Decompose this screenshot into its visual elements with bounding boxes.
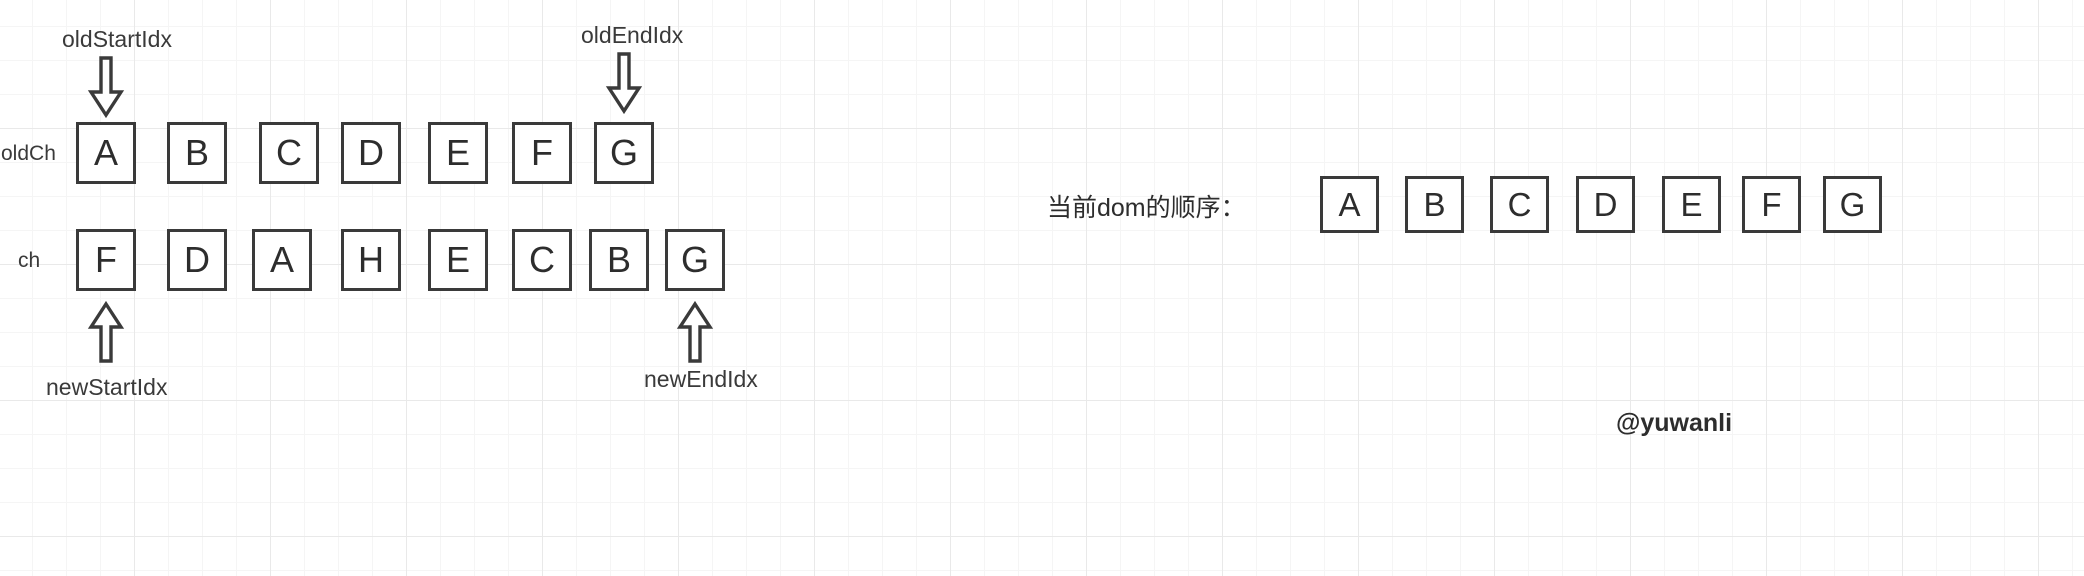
arrow-down-old-start-icon [87, 56, 125, 119]
node-dom-1[interactable]: B [1405, 176, 1464, 233]
node-old-5[interactable]: F [512, 122, 572, 184]
node-new-6[interactable]: B [589, 229, 649, 291]
node-old-4[interactable]: E [428, 122, 488, 184]
node-old-6[interactable]: G [594, 122, 654, 184]
node-new-1[interactable]: D [167, 229, 227, 291]
node-dom-6[interactable]: G [1823, 176, 1882, 233]
arrow-up-new-start-icon [87, 300, 125, 363]
row-label-ch: ch [18, 249, 41, 272]
node-dom-4[interactable]: E [1662, 176, 1721, 233]
node-new-7[interactable]: G [665, 229, 725, 291]
node-dom-3[interactable]: D [1576, 176, 1635, 233]
node-old-2[interactable]: C [259, 122, 319, 184]
node-dom-2[interactable]: C [1490, 176, 1549, 233]
dom-order-caption: 当前dom的顺序： [1047, 194, 1246, 222]
node-old-3[interactable]: D [341, 122, 401, 184]
node-old-1[interactable]: B [167, 122, 227, 184]
node-dom-5[interactable]: F [1742, 176, 1801, 233]
node-old-0[interactable]: A [76, 122, 136, 184]
pointer-label-old-end: oldEndIdx [581, 22, 684, 48]
node-new-3[interactable]: H [341, 229, 401, 291]
node-new-2[interactable]: A [252, 229, 312, 291]
node-new-0[interactable]: F [76, 229, 136, 291]
pointer-label-old-start: oldStartIdx [62, 26, 172, 52]
pointer-label-new-start: newStartIdx [46, 374, 168, 400]
row-label-old-ch: oldCh [1, 142, 56, 165]
pointer-label-new-end: newEndIdx [644, 366, 758, 392]
node-new-5[interactable]: C [512, 229, 572, 291]
node-dom-0[interactable]: A [1320, 176, 1379, 233]
watermark-author: @yuwanli [1616, 409, 1733, 437]
arrow-up-new-end-icon [676, 300, 714, 363]
arrow-down-old-end-icon [605, 52, 643, 115]
node-new-4[interactable]: E [428, 229, 488, 291]
